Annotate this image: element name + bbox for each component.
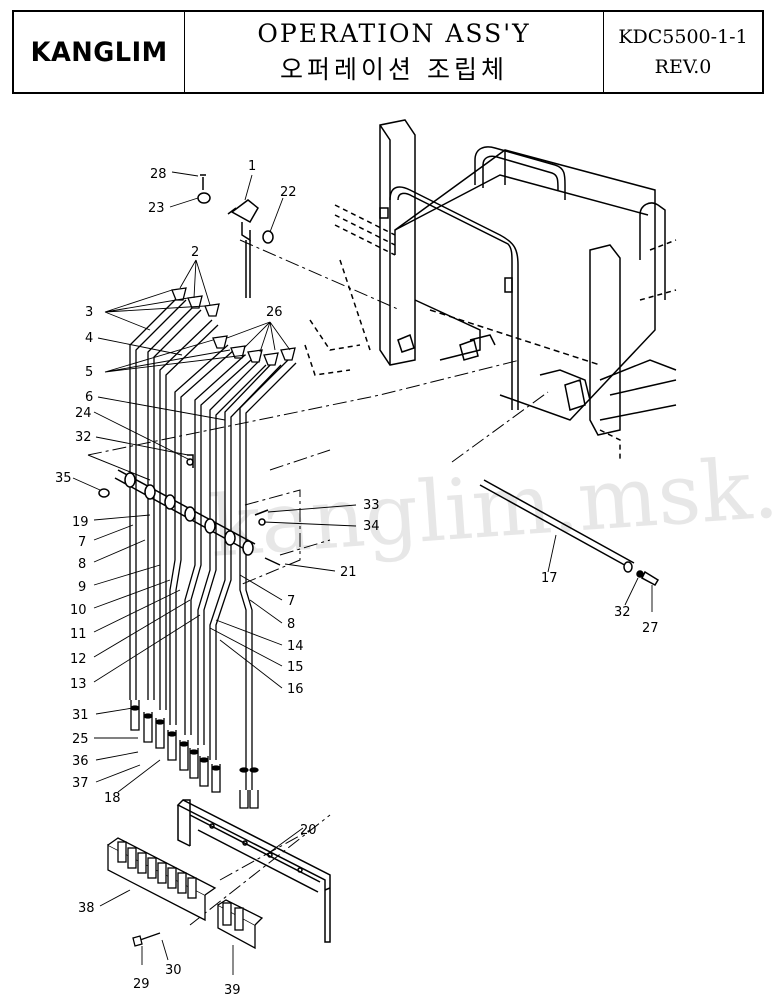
- revision-label: REV.0: [654, 56, 712, 78]
- nut-23: [197, 192, 211, 204]
- callout-3: 3: [85, 305, 93, 320]
- callout-9: 9: [78, 580, 86, 595]
- callout-15: 15: [287, 660, 304, 675]
- callout-21: 21: [340, 565, 357, 580]
- callout-20: 20: [300, 823, 317, 838]
- callout-32-left: 32: [75, 430, 92, 445]
- callout-26: 26: [266, 305, 283, 320]
- part-callouts: 1 2 3 4 5 6 24 32 35 19 7 8 9 10 11 12 1…: [55, 159, 659, 998]
- callout-8-right: 8: [287, 617, 295, 632]
- callout-32-right: 32: [614, 605, 631, 620]
- callout-38: 38: [78, 901, 95, 916]
- callout-11: 11: [70, 627, 87, 642]
- callout-7-left: 7: [78, 535, 86, 550]
- drawing-title-english: OPERATION ASS'Y: [257, 18, 531, 48]
- leader-lines: [72, 171, 653, 975]
- title-cell: OPERATION ASS'Y 오퍼레이션 조립체: [185, 12, 604, 92]
- callout-16: 16: [287, 682, 304, 697]
- machine-frame: [304, 119, 677, 460]
- callout-8-left: 8: [78, 557, 86, 572]
- callout-17: 17: [541, 571, 558, 586]
- callout-30: 30: [165, 963, 182, 978]
- callout-27: 27: [642, 621, 659, 636]
- callout-5: 5: [85, 365, 93, 380]
- callout-34: 34: [363, 519, 380, 534]
- document-code: KDC5500-1-1: [618, 26, 748, 48]
- callout-10: 10: [70, 603, 87, 618]
- drawing-title-korean: 오퍼레이션 조립체: [280, 54, 508, 84]
- callout-23: 23: [148, 201, 165, 216]
- control-lever-set: [129, 287, 297, 809]
- logo-cell: KANGLIM: [14, 12, 185, 92]
- throttle-control-assembly: [197, 174, 274, 298]
- callout-25: 25: [72, 732, 89, 747]
- callout-18: 18: [104, 791, 121, 806]
- callout-19: 19: [72, 515, 89, 530]
- callout-6: 6: [85, 390, 93, 405]
- bolt-35: [98, 488, 110, 498]
- callout-7-right: 7: [287, 594, 295, 609]
- callout-31: 31: [72, 708, 89, 723]
- callout-1: 1: [248, 159, 256, 174]
- callout-12: 12: [70, 652, 87, 667]
- watermark-text: kanglim.msk.ru: [207, 432, 776, 576]
- control-valve-39: [217, 899, 264, 950]
- callout-39: 39: [224, 983, 241, 998]
- callout-28: 28: [150, 167, 167, 182]
- washer-22: [262, 230, 274, 244]
- callout-24: 24: [75, 406, 92, 421]
- callout-22: 22: [280, 185, 297, 200]
- callout-33: 33: [363, 498, 380, 513]
- callout-14: 14: [287, 639, 304, 654]
- control-rod-17: [479, 479, 660, 586]
- mounting-bracket-20: [176, 799, 331, 943]
- callout-35: 35: [55, 471, 72, 486]
- assembly-leader-lines: [87, 239, 549, 926]
- callout-4: 4: [85, 331, 93, 346]
- title-block: KANGLIM OPERATION ASS'Y 오퍼레이션 조립체 KDC550…: [12, 10, 764, 94]
- control-valve-bank-38: [107, 837, 217, 922]
- pivot-shaft: [98, 454, 281, 566]
- callout-37: 37: [72, 776, 89, 791]
- bolt-29: [132, 932, 161, 947]
- callout-36: 36: [72, 754, 89, 769]
- callout-2: 2: [191, 245, 199, 260]
- document-code-cell: KDC5500-1-1 REV.0: [604, 12, 762, 92]
- callout-29: 29: [133, 977, 150, 992]
- callout-13: 13: [70, 677, 87, 692]
- kanglim-logo: KANGLIM: [30, 36, 168, 68]
